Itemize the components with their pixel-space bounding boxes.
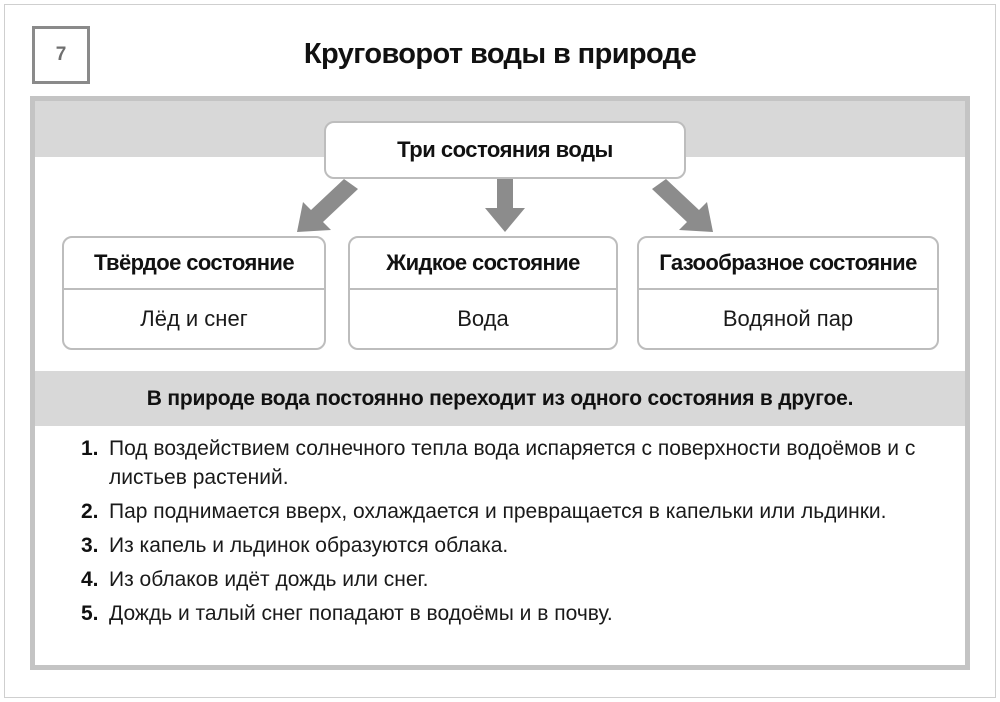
step-number: 5. [81,602,99,625]
state-card-gas: Газообразное состояние Водяной пар [637,236,939,350]
step-text: Из капель и льдинок образуются облака. [109,534,509,557]
page-number: 7 [32,26,90,84]
page-title: Круговорот воды в природе [303,38,697,70]
steps-list: 1. Под воздействием солнечного тепла вод… [81,434,941,633]
list-item: 4. Из облаков идёт дождь или снег. [81,565,941,594]
list-item: 2. Пар поднимается вверх, охлаждается и … [81,497,941,526]
state-card-liquid: Жидкое состояние Вода [348,236,618,350]
step-number: 2. [81,500,99,523]
state-card-solid: Твёрдое состояние Лёд и снег [62,236,326,350]
state-title: Жидкое состояние [350,238,616,290]
arrow-to-gas-icon [652,179,713,232]
list-item: 3. Из капель и льдинок образуются облака… [81,531,941,560]
arrow-to-liquid-icon [485,179,525,232]
list-item: 1. Под воздействием солнечного тепла вод… [81,434,941,492]
diagram-root: Три состояния воды [324,121,686,179]
arrow-to-solid-icon [297,179,358,232]
summary-text: В природе вода постоянно переходит из од… [35,371,965,426]
content-frame: Три состояния воды Твёрдое состояние Лёд… [30,96,970,670]
step-text: Пар поднимается вверх, охлаждается и пре… [109,500,887,523]
list-item: 5. Дождь и талый снег попадают в водоёмы… [81,599,941,628]
state-title: Газообразное состояние [639,238,937,290]
step-number: 4. [81,568,99,591]
step-number: 1. [81,437,99,460]
state-example: Лёд и снег [140,306,248,331]
state-example: Вода [457,306,509,331]
step-text: Под воздействием солнечного тепла вода и… [109,437,916,489]
state-example: Водяной пар [722,306,854,331]
state-title: Твёрдое состояние [64,238,324,290]
step-number: 3. [81,534,99,557]
step-text: Дождь и талый снег попадают в водоёмы и … [109,602,613,625]
step-text: Из облаков идёт дождь или снег. [109,568,429,591]
